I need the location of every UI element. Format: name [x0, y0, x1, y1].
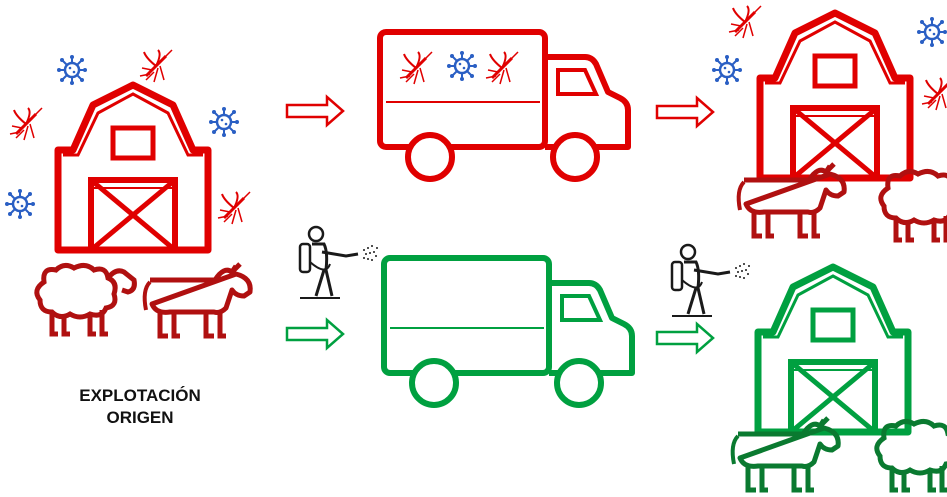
origin-label-line2: ORIGEN — [40, 407, 240, 429]
virus-icon — [57, 55, 87, 85]
virus-icon — [917, 17, 947, 47]
clean-truck — [384, 258, 632, 405]
destination-barn-contaminated — [760, 13, 910, 178]
arrow-right-icon — [657, 324, 713, 352]
destination-sheep-contaminated — [881, 171, 947, 240]
destination-barn-clean — [758, 267, 908, 432]
origin-sheep — [37, 265, 135, 334]
mosquito-icon — [486, 52, 518, 84]
contaminated-truck — [380, 32, 628, 179]
mosquito-icon — [922, 78, 947, 110]
mosquito-icon — [218, 192, 250, 224]
arrow-right-icon — [287, 320, 343, 348]
virus-icon — [5, 189, 35, 219]
virus-icon — [712, 55, 742, 85]
disinfection-sprayer-icon — [672, 245, 750, 316]
mosquito-icon — [729, 6, 761, 38]
origin-label-line1: EXPLOTACIÓN — [40, 385, 240, 407]
mosquito-icon — [400, 52, 432, 84]
origin-barn — [58, 85, 208, 250]
mosquito-icon — [140, 50, 172, 82]
disinfection-sprayer-icon — [300, 227, 378, 298]
virus-icon — [447, 51, 477, 81]
origin-farm-label: EXPLOTACIÓN ORIGEN — [40, 385, 240, 429]
origin-cow — [145, 264, 251, 336]
arrow-right-icon — [657, 98, 713, 126]
arrow-right-icon — [287, 97, 343, 125]
virus-icon — [209, 107, 239, 137]
origin-pathogens — [5, 50, 250, 224]
mosquito-icon — [10, 108, 42, 140]
